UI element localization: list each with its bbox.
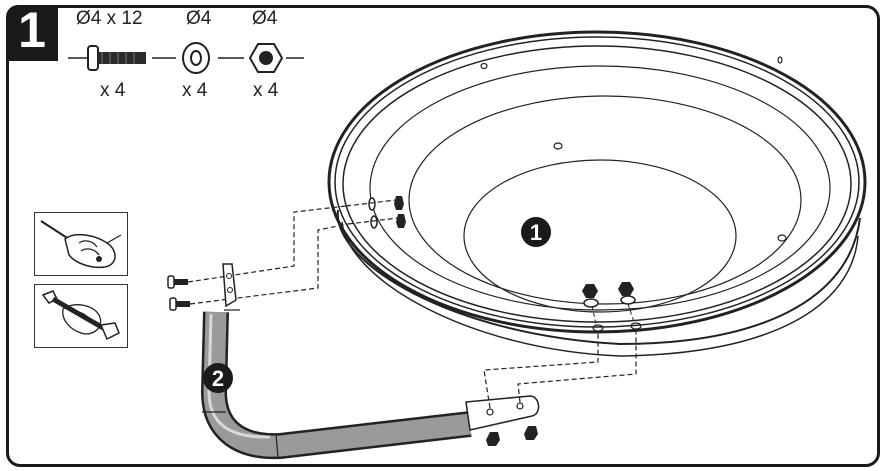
part-washer-size: Ø4 [186,8,212,29]
wrench-icon [41,290,120,341]
callout-bowl-number: 1 [530,220,542,245]
callout-bowl: 1 [521,217,551,247]
bowl-fasteners [582,282,636,325]
step-badge [6,5,58,61]
washer-icon [182,42,210,74]
bolt-icon [87,45,146,71]
screwdriver-icon [40,220,122,269]
callout-handle-number: 2 [212,366,224,391]
step-number: 1 [18,2,46,58]
part-nut-qty: x 4 [253,80,279,101]
part-bolt-qty: x 4 [100,80,126,101]
parts-legend [68,42,304,74]
tool-box-screwdriver [34,212,128,276]
guide-lines-bottom [483,332,637,409]
handle [200,263,540,460]
callout-handle: 2 [203,363,233,393]
part-washer-qty: x 4 [182,80,208,101]
bowl [327,30,867,357]
rim-fasteners [345,196,406,229]
tool-box-wrench [34,284,128,348]
part-nut-size: Ø4 [252,8,278,29]
step-panel-frame [6,5,880,467]
guide-lines-left [187,205,349,305]
part-bolt-size: Ø4 x 12 [76,8,143,29]
nut-icon [248,43,284,73]
handle-bolts [167,275,190,311]
